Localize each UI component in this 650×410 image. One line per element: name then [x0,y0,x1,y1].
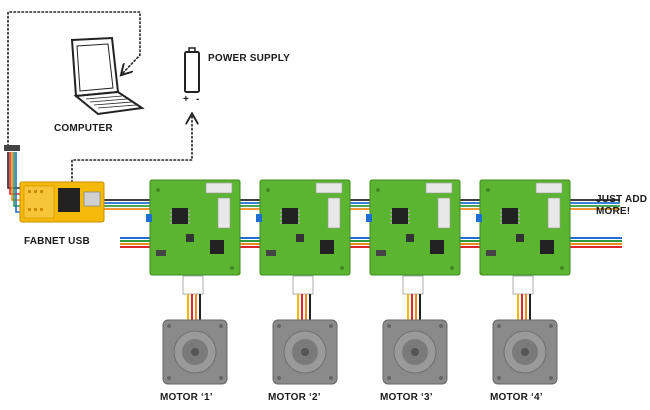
gestalt-board-1 [146,179,241,276]
usb-left-cable [7,152,20,213]
stepper-motor-1 [162,319,228,385]
fabnet-usb-label: FABNET USB [24,236,90,247]
laptop-icon [70,36,145,116]
motor-connector-3 [402,275,424,322]
motor-label-1: MOTOR ‘1’ [160,392,213,403]
battery-icon [184,47,200,93]
module-1 [146,179,241,385]
usb-to-computer-link [7,11,141,151]
motor-connector-2 [292,275,314,322]
stepper-motor-4 [492,319,558,385]
power-supply-label: POWER SUPPLY [208,53,291,64]
gestalt-board-2 [256,179,351,276]
stepper-motor-2 [272,319,338,385]
module-2 [256,179,351,385]
gestalt-board-3 [366,179,461,276]
usb-header-pins [4,145,20,151]
usb-to-power-link [71,115,192,199]
motor-connector-1 [182,275,204,322]
polarity-minus-label: - [196,94,200,105]
module-4 [476,179,571,385]
motor-label-3: MOTOR ‘3’ [380,392,433,403]
motor-label-2: MOTOR ‘2’ [268,392,321,403]
motor-label-4: MOTOR ‘4’ [490,392,543,403]
motor-connector-4 [512,275,534,322]
more-text: MORE! [596,206,631,217]
fabnet-usb-board [19,181,105,223]
module-3 [366,179,461,385]
computer-label: COMPUTER [54,123,113,134]
just-add-more-label: JUST ADD MORE! [596,194,647,218]
stepper-motor-3 [382,319,448,385]
dotted-connections [7,11,192,199]
just-add-text: JUST ADD [596,194,648,205]
gestalt-node-modules [146,179,571,385]
polarity-plus-label: + [183,94,190,105]
gestalt-board-4 [476,179,571,276]
